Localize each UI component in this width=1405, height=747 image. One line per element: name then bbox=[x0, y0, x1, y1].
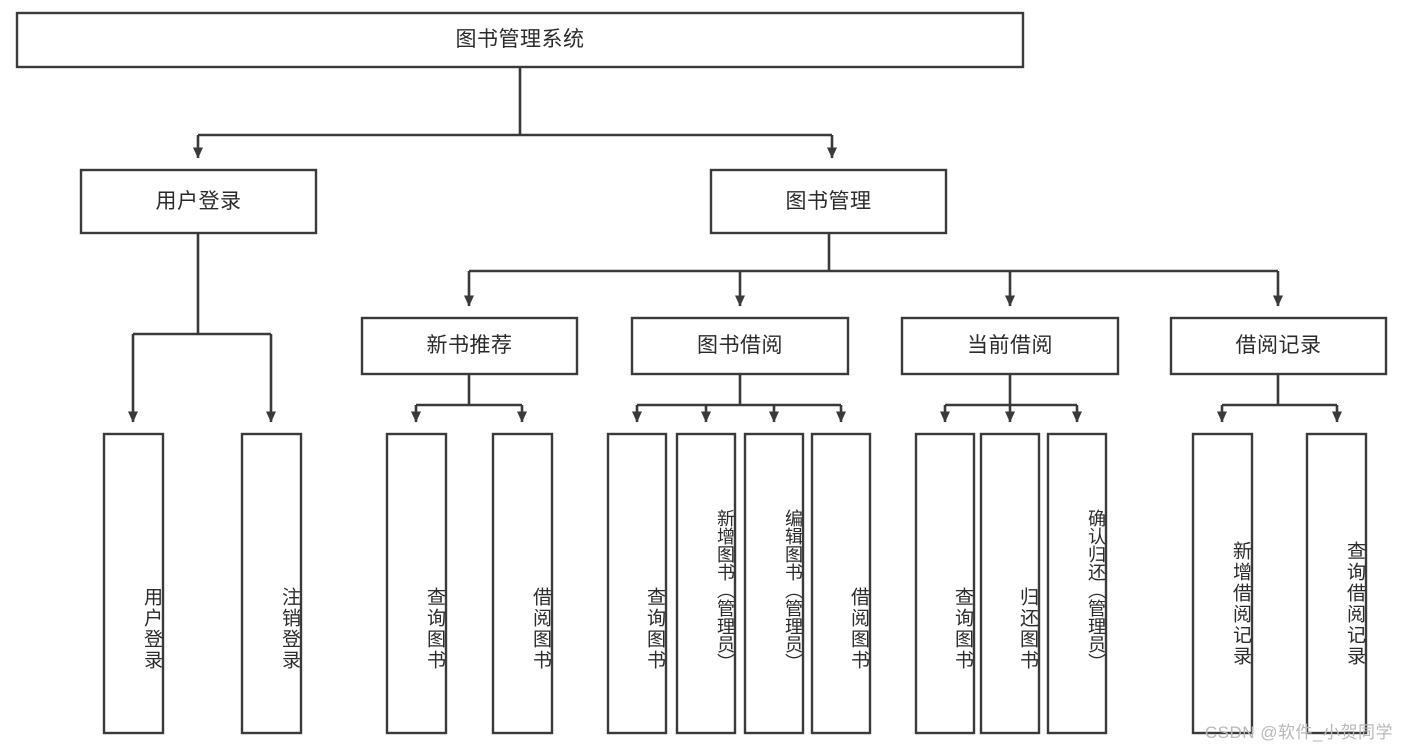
connector-user-login-to-leaves bbox=[128, 233, 276, 423]
node-box-root[interactable] bbox=[15, 11, 1025, 69]
connector-root-to-level2 bbox=[193, 67, 837, 159]
node-box-leaf-query-record[interactable] bbox=[1305, 432, 1368, 735]
node-box-book-borrow[interactable] bbox=[630, 316, 850, 376]
node-box-leaf-borrow-book-2[interactable] bbox=[810, 432, 872, 735]
node-box-leaf-query-book-1[interactable] bbox=[385, 432, 448, 735]
connector-book-borrow-to-leaves bbox=[632, 374, 846, 423]
node-box-leaf-add-book[interactable] bbox=[675, 432, 737, 735]
csdn-watermark: CSDN @软件_小贺同学 bbox=[1204, 723, 1393, 742]
node-box-leaf-query-book-2[interactable] bbox=[606, 432, 668, 735]
node-box-leaf-add-record[interactable] bbox=[1191, 432, 1254, 735]
connector-new-book-recommend-to-leaves bbox=[411, 374, 527, 423]
node-box-user-login[interactable] bbox=[79, 168, 318, 235]
node-box-leaf-confirm-return[interactable] bbox=[1046, 432, 1108, 735]
node-box-leaf-borrow-book-1[interactable] bbox=[491, 432, 554, 735]
node-box-leaf-return-book[interactable] bbox=[979, 432, 1041, 735]
node-box-leaf-user-login[interactable] bbox=[102, 432, 165, 735]
connector-book-management-to-level3 bbox=[464, 233, 1283, 307]
connector-current-borrow-to-leaves bbox=[940, 374, 1082, 423]
node-box-leaf-user-logout[interactable] bbox=[240, 432, 303, 735]
node-box-leaf-edit-book[interactable] bbox=[743, 432, 805, 735]
node-box-leaf-query-book-3[interactable] bbox=[914, 432, 976, 735]
connector-borrow-record-to-leaves bbox=[1217, 374, 1342, 423]
node-box-current-borrow[interactable] bbox=[900, 316, 1120, 376]
node-box-book-management[interactable] bbox=[709, 168, 948, 235]
node-box-new-book-recommend[interactable] bbox=[360, 316, 579, 376]
node-box-borrow-record[interactable] bbox=[1169, 316, 1388, 376]
